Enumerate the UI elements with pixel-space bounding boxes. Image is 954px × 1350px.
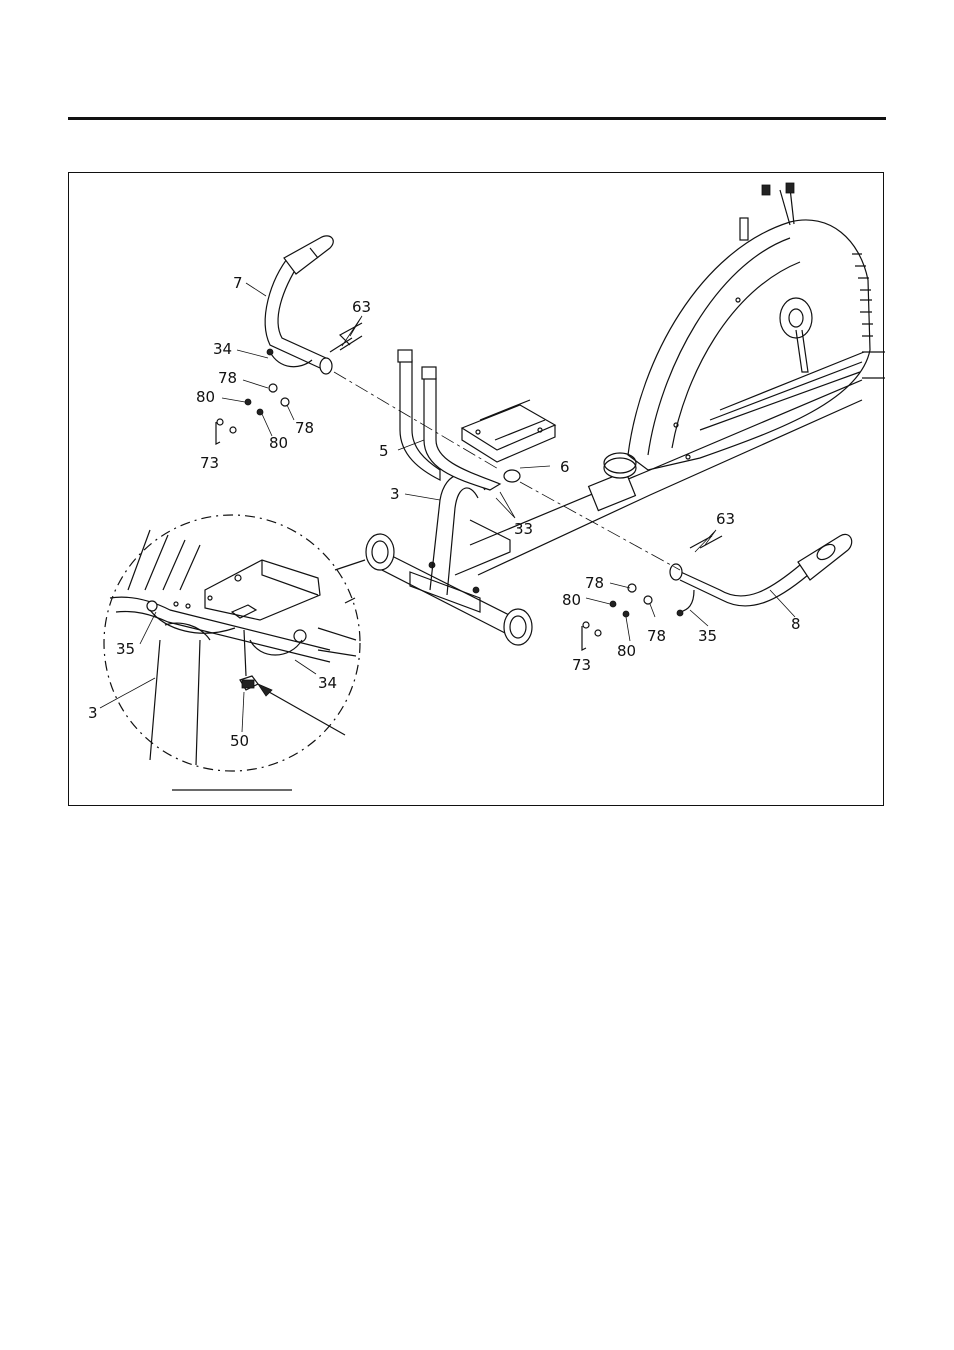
callout-73-top: 73: [200, 454, 219, 472]
main-frame-beam: [469, 379, 863, 576]
callout-80-right-b: 80: [617, 642, 636, 660]
right-hardware: [581, 583, 653, 651]
leader-lines: [99, 282, 796, 733]
callout-35-right: 35: [698, 627, 717, 645]
callout-50: 50: [230, 732, 249, 750]
callout-5: 5: [379, 442, 389, 460]
callout-78-right-a: 78: [585, 574, 604, 592]
handlebar-left: [264, 235, 334, 375]
callout-78-right-b: 78: [647, 627, 666, 645]
seat-rail: [397, 349, 502, 491]
detail-magnifier: [103, 514, 366, 772]
callout-34-top: 34: [213, 340, 232, 358]
handlebar-right: [669, 533, 853, 617]
callout-labels: 7 34 63 78 80 78 80 73 5 6 3 33 63 78 80…: [88, 274, 801, 750]
callout-63-right: 63: [716, 510, 735, 528]
callout-78-top-a: 78: [218, 369, 237, 387]
callout-80-right-a: 80: [562, 591, 581, 609]
console-housing: [627, 182, 885, 471]
seat-frame: [429, 473, 511, 596]
rear-stabilizer: [365, 533, 533, 646]
callout-35-detail: 35: [116, 640, 135, 658]
callout-63-top: 63: [352, 298, 371, 316]
figure-frame: [68, 172, 884, 806]
callout-80-top-b: 80: [269, 434, 288, 452]
callout-3-main: 3: [390, 485, 400, 503]
alignment-lines: [333, 371, 681, 571]
callout-6: 6: [560, 458, 570, 476]
callout-73-right: 73: [572, 656, 591, 674]
header-rule: [68, 117, 886, 120]
callout-34-detail: 34: [318, 674, 337, 692]
callout-3-detail: 3: [88, 704, 98, 722]
callout-8: 8: [791, 615, 801, 633]
callout-78-top-b: 78: [295, 419, 314, 437]
callout-7: 7: [233, 274, 243, 292]
seat-carriage: [460, 399, 557, 483]
callout-33: 33: [514, 520, 533, 538]
callout-80-top-a: 80: [196, 388, 215, 406]
